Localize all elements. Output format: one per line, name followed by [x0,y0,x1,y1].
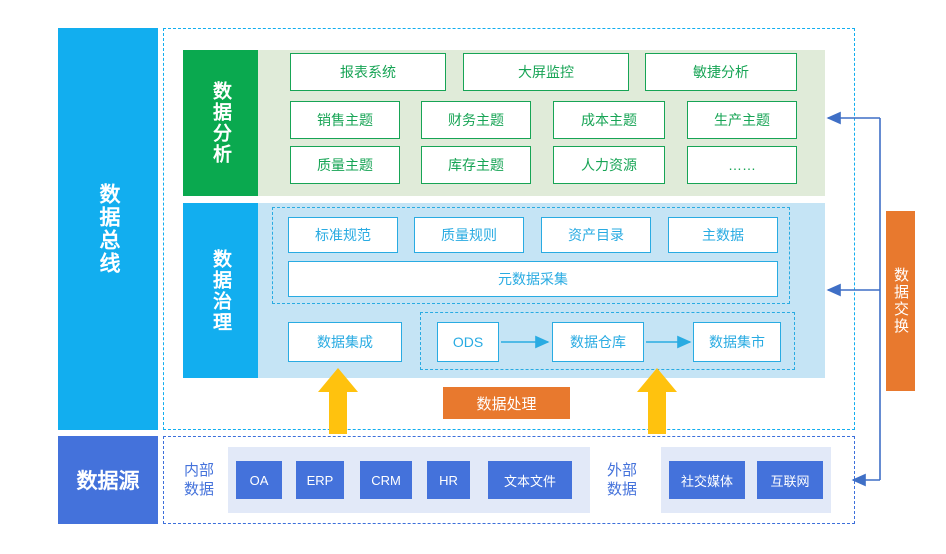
data-exchange-bar: 数据交换 [886,211,915,391]
source-tile-internet[interactable]: 互联网 [757,461,823,499]
governance-tile-standards[interactable]: 标准规范 [288,217,398,253]
governance-tile-master-data[interactable]: 主数据 [668,217,778,253]
analysis-tile-human-resources[interactable]: 人力资源 [553,146,665,184]
external-data-label-line1: 外部 [606,462,637,479]
data-warehouse-pipeline-group [420,312,795,370]
data-source-bar: 数据源 [58,436,158,524]
analysis-tile-more[interactable]: …… [687,146,797,184]
internal-data-label-line2: 数据 [183,481,214,498]
governance-tile-asset-catalog[interactable]: 资产目录 [541,217,651,253]
external-data-label-line2: 数据 [606,481,637,498]
source-tile-hr[interactable]: HR [427,461,470,499]
analysis-tile-quality-theme[interactable]: 质量主题 [290,146,400,184]
analysis-tile-report-system[interactable]: 报表系统 [290,53,446,91]
analysis-tile-cost-theme[interactable]: 成本主题 [553,101,665,139]
analysis-tile-big-screen-monitor[interactable]: 大屏监控 [463,53,629,91]
pipeline-node-data-warehouse[interactable]: 数据仓库 [552,322,644,362]
internal-data-label: 内部 数据 [173,452,225,508]
governance-tile-metadata-collection[interactable]: 元数据采集 [288,261,778,297]
pipeline-node-data-mart[interactable]: 数据集市 [693,322,781,362]
analysis-tile-inventory-theme[interactable]: 库存主题 [421,146,531,184]
analysis-tile-finance-theme[interactable]: 财务主题 [421,101,531,139]
data-governance-label: 数据治理 [183,203,258,378]
source-tile-erp[interactable]: ERP [296,461,344,499]
external-data-label: 外部 数据 [596,452,648,508]
data-analysis-label: 数据分析 [183,50,258,196]
analysis-tile-production-theme[interactable]: 生产主题 [687,101,797,139]
metadata-management-group [272,207,790,304]
analysis-tile-sales-theme[interactable]: 销售主题 [290,101,400,139]
analysis-tile-agile-analysis[interactable]: 敏捷分析 [645,53,797,91]
source-tile-text-files[interactable]: 文本文件 [488,461,572,499]
source-tile-social-media[interactable]: 社交媒体 [669,461,745,499]
platform-container [163,28,855,430]
governance-tile-data-integration[interactable]: 数据集成 [288,322,402,362]
data-process-badge: 数据处理 [443,387,570,419]
governance-tile-quality-rules[interactable]: 质量规则 [414,217,524,253]
internal-data-label-line1: 内部 [183,462,214,479]
data-bus-bar: 数据总线 [58,28,158,430]
pipeline-node-ods[interactable]: ODS [437,322,499,362]
source-tile-oa[interactable]: OA [236,461,282,499]
source-tile-crm[interactable]: CRM [360,461,412,499]
